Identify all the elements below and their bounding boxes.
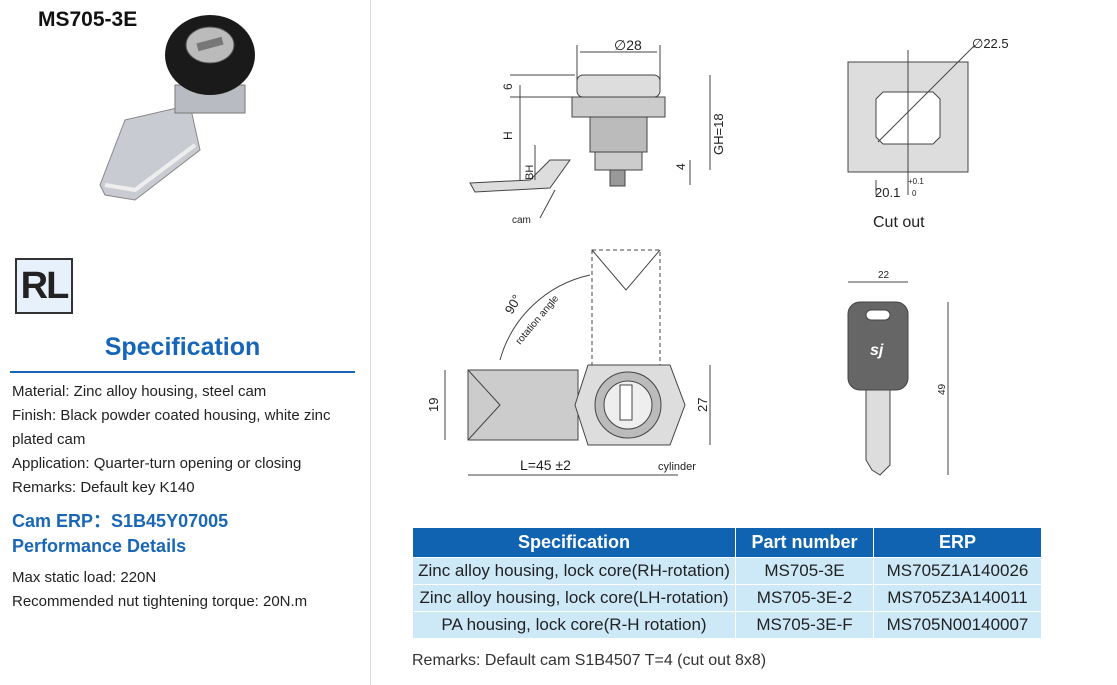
- dim-BH: BH: [524, 165, 536, 180]
- dim-diameter-28: ∅28: [614, 37, 642, 53]
- heading-underline: [10, 371, 355, 373]
- cell-erp: MS705Z1A140026: [873, 557, 1042, 585]
- technical-drawings: ∅28 6 H BH GH=18 4 cam ∅22.5 20.1 +0.1 0…: [426, 36, 1009, 476]
- dim-key-49: 49: [937, 383, 948, 395]
- cam-erp: Cam ERP：S1B45Y07005: [12, 511, 229, 531]
- perf-load: Max static load: 220N: [12, 569, 157, 586]
- part-table: Specification Part number ERP Zinc alloy…: [412, 527, 1042, 639]
- front-view-drawing: [444, 249, 711, 476]
- dim-diameter-22-5: ∅22.5: [972, 36, 1009, 51]
- spec-remarks: Remarks: Default key K140: [12, 479, 195, 496]
- cutout-drawing: [847, 44, 976, 195]
- dim-H: H: [501, 131, 515, 140]
- rotation-angle-value: 90°: [502, 292, 525, 317]
- table-row: PA housing, lock core(R-H rotation)MS705…: [412, 611, 1042, 639]
- cell-spec: Zinc alloy housing, lock core(RH-rotatio…: [412, 557, 736, 585]
- cell-part: MS705-3E-2: [735, 584, 874, 612]
- cell-part: MS705-3E-F: [735, 611, 874, 639]
- cell-part: MS705-3E: [735, 557, 874, 585]
- col-erp: ERP: [873, 527, 1042, 558]
- label-cylinder: cylinder: [658, 461, 696, 473]
- key-drawing: [847, 281, 949, 476]
- column-divider: [370, 0, 371, 685]
- performance-list: Max static load: 220N Recommended nut ti…: [12, 566, 352, 614]
- dim-4: 4: [674, 163, 688, 170]
- dim-GH: GH=18: [711, 113, 726, 155]
- key-logo: sj: [870, 342, 884, 359]
- perf-torque: Recommended nut tightening torque: 20N.m: [12, 593, 308, 610]
- dim-20-1: 20.1: [875, 185, 900, 200]
- label-cam: cam: [512, 215, 531, 226]
- cutout-label: Cut out: [873, 214, 925, 231]
- col-part-number: Part number: [735, 527, 874, 558]
- dim-6: 6: [501, 83, 515, 90]
- remarks: Remarks: Default cam S1B4507 T=4 (cut ou…: [412, 652, 767, 669]
- side-view-drawing: [469, 45, 711, 219]
- cell-erp: MS705N00140007: [873, 611, 1042, 639]
- tolerance-zero: 0: [912, 189, 917, 198]
- spec-list: Material: Zinc alloy housing, steel cam …: [12, 380, 352, 500]
- specification-heading: Specification: [104, 333, 261, 361]
- product-title: MS705-3E: [38, 8, 138, 31]
- product-photo: [99, 15, 255, 201]
- table-row: Zinc alloy housing, lock core(RH-rotatio…: [412, 557, 1042, 585]
- dim-27: 27: [695, 398, 710, 412]
- cell-erp: MS705Z3A140011: [873, 584, 1042, 612]
- dim-L: L=45 ±2: [520, 457, 571, 473]
- table-row: Zinc alloy housing, lock core(LH-rotatio…: [412, 584, 1042, 612]
- performance-heading: Performance Details: [12, 536, 187, 556]
- spec-application: Application: Quarter-turn opening or clo…: [12, 455, 302, 472]
- rotation-badge: RL: [15, 258, 73, 314]
- tolerance-plus: +0.1: [908, 177, 924, 186]
- col-specification: Specification: [412, 527, 736, 558]
- spec-material: Material: Zinc alloy housing, steel cam: [12, 383, 267, 400]
- cell-spec: PA housing, lock core(R-H rotation): [412, 611, 736, 639]
- spec-finish: Finish: Black powder coated housing, whi…: [12, 407, 331, 448]
- cell-spec: Zinc alloy housing, lock core(LH-rotatio…: [412, 584, 736, 612]
- dim-19: 19: [426, 398, 441, 412]
- dim-key-22: 22: [878, 270, 890, 281]
